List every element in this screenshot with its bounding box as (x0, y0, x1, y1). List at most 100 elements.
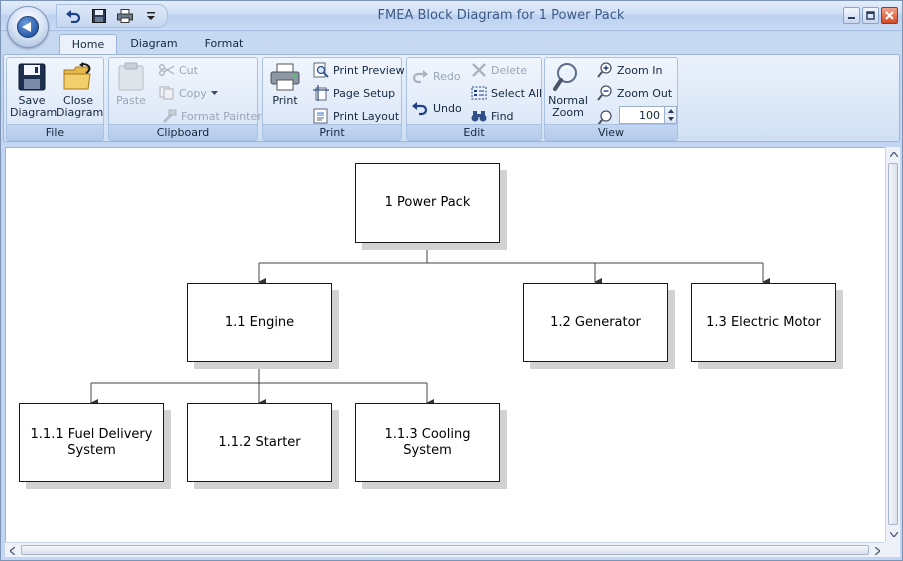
redo-button[interactable]: Redo (411, 66, 461, 86)
copy-icon (159, 86, 174, 100)
tab-home[interactable]: Home (59, 34, 117, 54)
redo-label: Redo (433, 69, 461, 83)
node-power-pack[interactable]: 1 Power Pack (355, 163, 500, 243)
group-file-label: File (7, 124, 103, 140)
close-diagram-label-2: Diagram (56, 106, 104, 119)
group-edit: Redo Undo Delete Select All Find Edit (406, 57, 542, 141)
cut-label: Cut (179, 63, 198, 77)
tab-diagram[interactable]: Diagram (130, 37, 178, 50)
paste-icon (118, 62, 144, 91)
scroll-up-icon[interactable] (887, 148, 900, 161)
normal-zoom-button[interactable]: Normal Zoom (546, 62, 590, 119)
delete-button[interactable]: Delete (471, 60, 527, 80)
zoom-level-field[interactable]: 100 (619, 106, 677, 124)
minimize-button[interactable] (843, 7, 860, 24)
page-setup-icon (313, 85, 329, 101)
delete-icon (472, 63, 486, 77)
diagram-connectors (90, 243, 770, 407)
save-diagram-icon (18, 63, 46, 91)
zoom-in-label: Zoom In (617, 63, 663, 77)
select-all-label: Select All (491, 86, 543, 100)
close-diagram-label-1: Close (63, 94, 93, 107)
print-preview-icon (313, 62, 329, 78)
maximize-button[interactable] (862, 7, 879, 24)
spin-up-icon[interactable] (665, 107, 676, 115)
horizontal-scrollbar[interactable] (5, 542, 885, 557)
tab-format[interactable]: Format (204, 37, 244, 50)
group-file: Save Diagram Close Diagram File (6, 57, 104, 141)
normal-zoom-label-2: Zoom (552, 106, 584, 119)
group-print: Print Print Preview Page Setup Print Lay… (262, 57, 405, 141)
zoom-out-button[interactable]: Zoom Out (597, 83, 672, 103)
scrollbar-corner (885, 542, 900, 557)
print-preview-button[interactable]: Print Preview (313, 60, 405, 80)
window-controls (843, 7, 898, 24)
find-button[interactable]: Find (471, 106, 514, 126)
spin-down-icon[interactable] (665, 115, 676, 123)
cut-button[interactable]: Cut (159, 60, 198, 80)
scroll-right-icon[interactable] (871, 544, 884, 557)
zoom-in-icon (597, 62, 612, 78)
print-icon[interactable] (115, 7, 135, 25)
group-print-label: Print (263, 124, 401, 140)
zoom-spinner[interactable] (664, 107, 676, 123)
zoom-out-label: Zoom Out (617, 86, 673, 100)
title-bar: FMEA Block Diagram for 1 Power Pack (1, 1, 902, 31)
node-generator[interactable]: 1.2 Generator (523, 283, 668, 362)
close-window-button[interactable] (881, 7, 898, 24)
print-layout-button[interactable]: Print Layout (313, 106, 399, 126)
print-label: Print (272, 94, 298, 107)
format-painter-label: Format Painter (181, 109, 262, 123)
node-fuel-delivery[interactable]: 1.1.1 Fuel Delivery System (19, 403, 164, 482)
print-layout-label: Print Layout (333, 109, 400, 123)
undo-label: Undo (433, 101, 462, 115)
scissors-icon (159, 64, 175, 76)
customize-qat-icon[interactable] (141, 7, 161, 25)
copy-label: Copy (179, 86, 207, 100)
group-edit-label: Edit (407, 124, 541, 140)
ribbon-tabs: Home Diagram Format (1, 32, 902, 54)
close-diagram-button[interactable]: Close Diagram (56, 62, 104, 119)
magnifier-icon (553, 63, 577, 91)
horizontal-scroll-thumb[interactable] (21, 545, 869, 555)
save-icon[interactable] (89, 7, 109, 25)
save-diagram-button[interactable]: Save Diagram (10, 62, 58, 119)
undo-arrow-icon (412, 102, 428, 116)
select-all-button[interactable]: Select All (471, 83, 542, 103)
format-painter-icon (163, 109, 177, 123)
node-electric-motor[interactable]: 1.3 Electric Motor (691, 283, 836, 362)
window-title: FMEA Block Diagram for 1 Power Pack (377, 8, 625, 23)
node-engine[interactable]: 1.1 Engine (187, 283, 332, 362)
paste-button[interactable]: Paste (111, 62, 151, 107)
redo-icon (412, 70, 428, 84)
format-painter-button[interactable]: Format Painter (161, 106, 262, 126)
group-view: Normal Zoom Zoom In Zoom Out 100 (544, 57, 678, 141)
print-button[interactable]: Print (265, 62, 305, 107)
group-view-label: View (545, 124, 677, 140)
print-preview-label: Print Preview (333, 63, 405, 77)
ribbon: Save Diagram Close Diagram File (3, 54, 900, 142)
binoculars-icon (471, 111, 487, 122)
save-diagram-label-2: Diagram (10, 106, 58, 119)
group-clipboard-label: Clipboard (109, 124, 257, 140)
delete-label: Delete (491, 63, 528, 77)
diagram-canvas[interactable]: 1 Power Pack 1.1 Engine 1.2 Generator 1.… (5, 147, 885, 542)
application-menu-button[interactable] (7, 6, 49, 48)
quick-access-toolbar (56, 4, 168, 28)
copy-dropdown-icon (210, 90, 218, 95)
undo-button[interactable]: Undo (411, 98, 462, 118)
vertical-scrollbar[interactable] (885, 147, 900, 542)
node-cooling-system[interactable]: 1.1.3 Cooling System (355, 403, 500, 482)
copy-button[interactable]: Copy (159, 83, 218, 103)
vertical-scroll-thumb[interactable] (888, 163, 898, 525)
undo-icon[interactable] (63, 7, 83, 25)
zoom-in-button[interactable]: Zoom In (597, 60, 662, 80)
page-setup-button[interactable]: Page Setup (313, 83, 395, 103)
group-clipboard: Paste Cut Copy Format Painter Clipboard (108, 57, 262, 141)
close-diagram-icon (63, 62, 91, 90)
scroll-left-icon[interactable] (6, 544, 19, 557)
node-starter[interactable]: 1.1.2 Starter (187, 403, 332, 482)
scroll-down-icon[interactable] (887, 528, 900, 541)
paste-label: Paste (116, 94, 146, 107)
